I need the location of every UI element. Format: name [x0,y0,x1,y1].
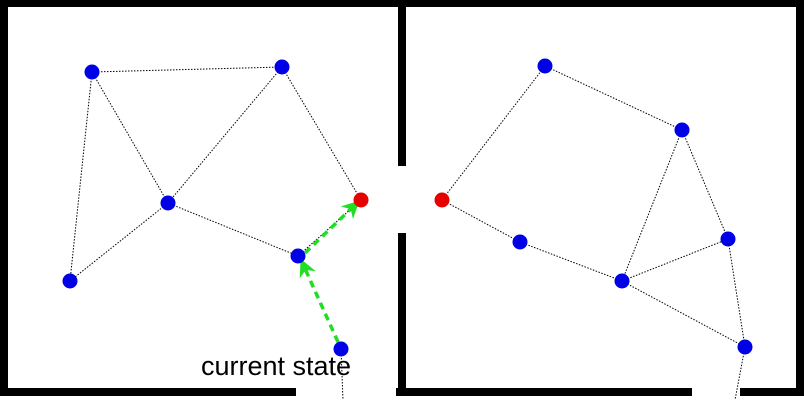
path-arrow-to-waypoint [299,258,340,343]
path-arrow-to-doorway [303,200,360,255]
roadmap-edge [91,71,169,204]
roadmap-node [674,122,690,138]
roadmap-node [84,64,100,80]
roadmap-edge [681,129,729,240]
roadmap-edge [519,241,623,282]
roadmap-node [274,59,290,75]
roadmap-edge [441,65,546,201]
roadmap-edge [441,199,521,243]
current-state-label: current state [201,351,351,381]
roadmap-edge [281,66,362,201]
roadmap-edges [69,65,746,400]
doorway-node-left [353,192,369,208]
roadmap-node [290,248,306,264]
roadmap-node [62,273,78,289]
planned-path [299,200,360,343]
roadmap-edge [621,280,746,348]
roadmap-node [614,273,630,289]
roadmap-node [537,58,553,74]
roadmap-edge [621,238,729,282]
roadmap-nodes [62,58,753,357]
roadmap-edge [167,202,299,257]
roadmap-edge [621,129,683,282]
roadmap-node [512,234,528,250]
roadmap-edge [91,66,283,73]
roadmap-edge [167,66,283,204]
doorway-node-right [434,192,450,208]
current-state-node [333,341,349,357]
roadmap-edge [727,238,746,348]
roadmap-edge [69,71,93,282]
roadmap-node [737,339,753,355]
roadmap-node [720,231,736,247]
roadmap-edge [69,202,169,282]
roadmap-node [160,195,176,211]
roadmap-edge [340,348,344,400]
roadmap-edge [544,65,683,131]
